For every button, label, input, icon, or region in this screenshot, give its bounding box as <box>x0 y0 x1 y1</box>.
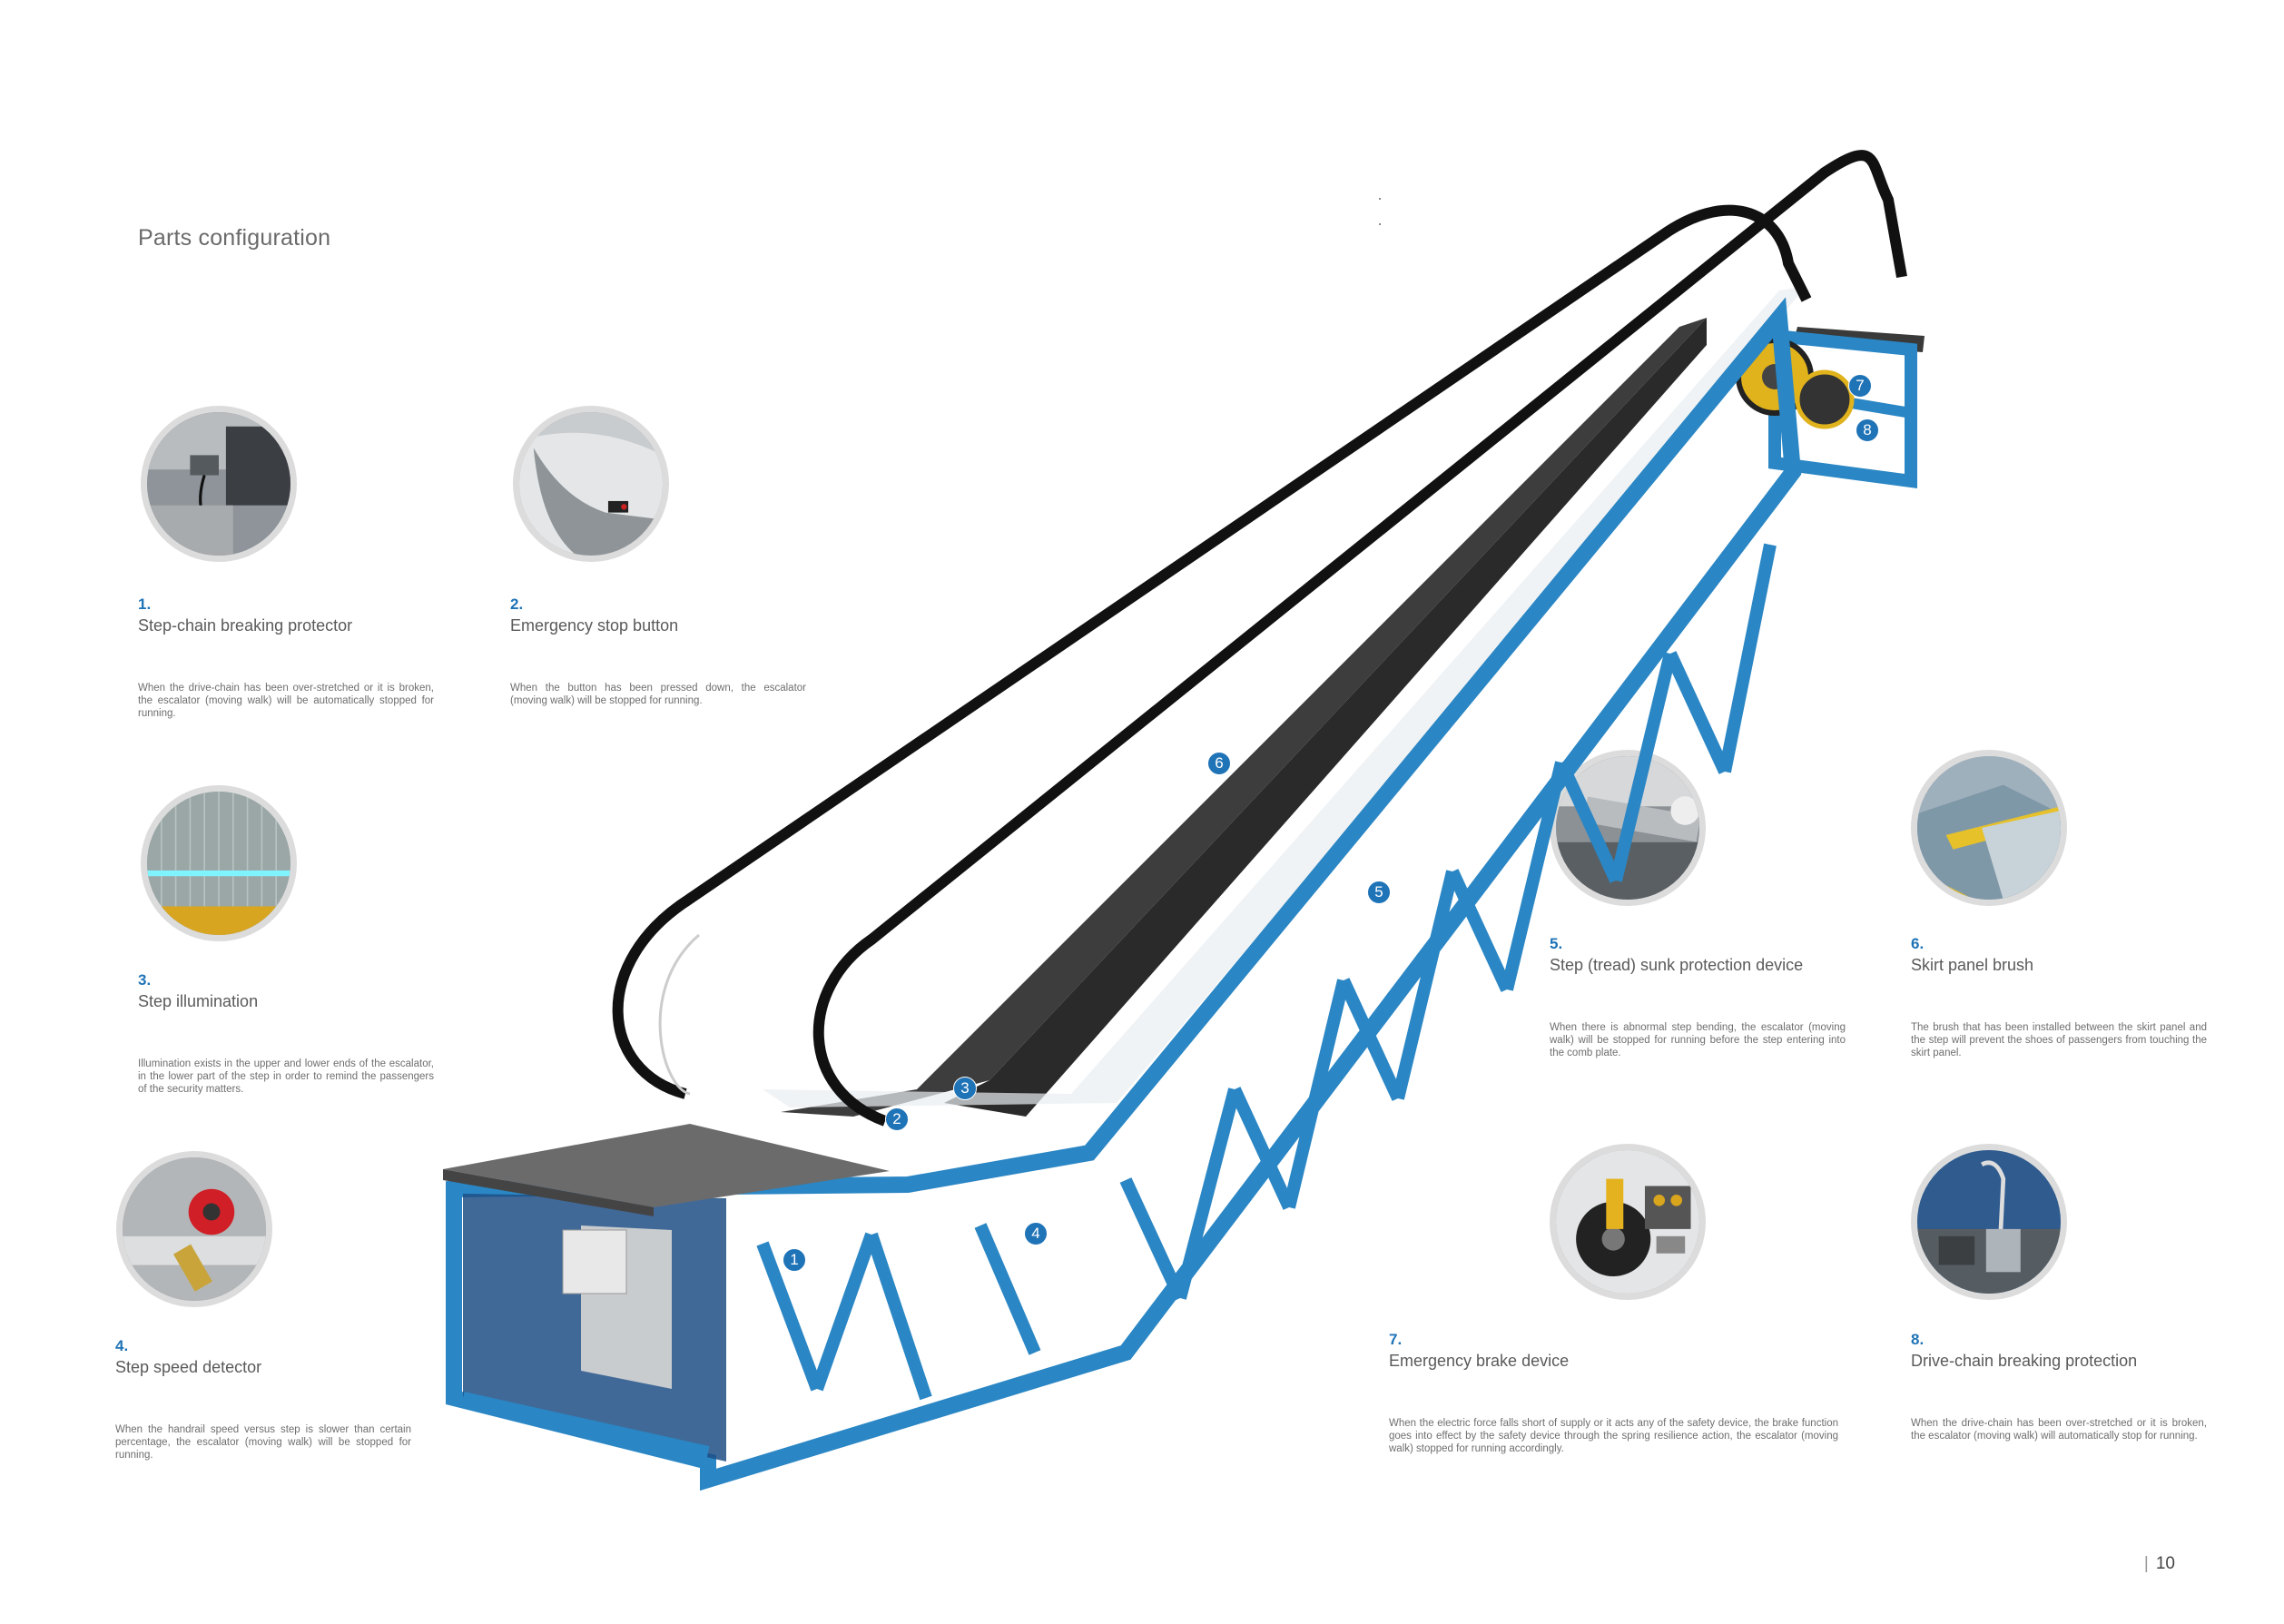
part-name: Step (tread) sunk protection device <box>1550 956 1804 974</box>
page-number: 10 <box>2155 1554 2175 1573</box>
callout-2: 2 <box>885 1107 909 1131</box>
part-description: When the button has been pressed down, t… <box>510 683 806 706</box>
stray-dot <box>1379 198 1381 200</box>
part-2: 2. Emergency stop button When the button… <box>510 595 806 707</box>
part-4: 4. Step speed detector When the handrail… <box>115 1337 411 1462</box>
part-description: The brush that has been installed betwee… <box>1911 1022 2207 1058</box>
part-1: 1. Step-chain breaking protector When th… <box>138 595 434 720</box>
page-footer: | 10 <box>2144 1554 2175 1574</box>
thumb-step-speed-detector <box>116 1151 272 1307</box>
page-title: Parts configuration <box>138 225 331 251</box>
part-description: When the drive-chain has been over-stret… <box>138 683 434 719</box>
callout-4: 4 <box>1024 1222 1048 1245</box>
part-name: Drive-chain breaking protection <box>1911 1352 2138 1370</box>
part-name: Step illumination <box>138 992 259 1010</box>
thumb-step-chain-breaking-protector <box>141 406 297 562</box>
part-7: 7. Emergency brake device When the elect… <box>1389 1331 1838 1455</box>
part-number: 3. <box>138 971 152 989</box>
thumb-skirt-panel-brush <box>1911 750 2067 906</box>
part-name: Step speed detector <box>115 1358 262 1376</box>
footer-separator: | <box>2143 1554 2149 1573</box>
part-number: 4. <box>115 1337 129 1354</box>
part-number: 8. <box>1911 1331 1925 1348</box>
part-number: 2. <box>510 595 524 613</box>
part-description: When the handrail speed versus step is s… <box>115 1424 411 1461</box>
part-name: Emergency stop button <box>510 616 679 635</box>
part-5: 5. Step (tread) sunk protection device W… <box>1550 935 1846 1059</box>
callout-7: 7 <box>1848 374 1872 398</box>
part-number: 1. <box>138 595 152 613</box>
callout-1: 1 <box>783 1248 806 1272</box>
part-8: 8. Drive-chain breaking protection When … <box>1911 1331 2207 1442</box>
callout-8: 8 <box>1856 418 1879 442</box>
part-description: Illumination exists in the upper and low… <box>138 1058 434 1095</box>
part-name: Emergency brake device <box>1389 1352 1570 1370</box>
part-description: When there is abnormal step bending, the… <box>1550 1022 1846 1058</box>
thumb-emergency-brake-device <box>1550 1144 1706 1300</box>
thumb-drive-chain-breaking-protection <box>1911 1144 2067 1300</box>
thumb-emergency-stop-button <box>513 406 669 562</box>
thumb-step-illumination <box>141 785 297 941</box>
callout-3: 3 <box>953 1077 977 1100</box>
part-description: When the drive-chain has been over-stret… <box>1911 1418 2207 1442</box>
part-number: 5. <box>1550 935 1563 952</box>
callout-6: 6 <box>1207 752 1231 775</box>
part-name: Skirt panel brush <box>1911 956 2034 974</box>
part-3: 3. Step illumination Illumination exists… <box>138 971 434 1096</box>
part-name: Step-chain breaking protector <box>138 616 353 635</box>
thumb-step-sunk-protection-device <box>1550 750 1706 906</box>
callout-5: 5 <box>1367 881 1391 904</box>
part-number: 6. <box>1911 935 1925 952</box>
part-6: 6. Skirt panel brush The brush that has … <box>1911 935 2207 1059</box>
stray-dot <box>1379 223 1381 225</box>
part-description: When the electric force falls short of s… <box>1389 1418 1838 1454</box>
part-number: 7. <box>1389 1331 1403 1348</box>
